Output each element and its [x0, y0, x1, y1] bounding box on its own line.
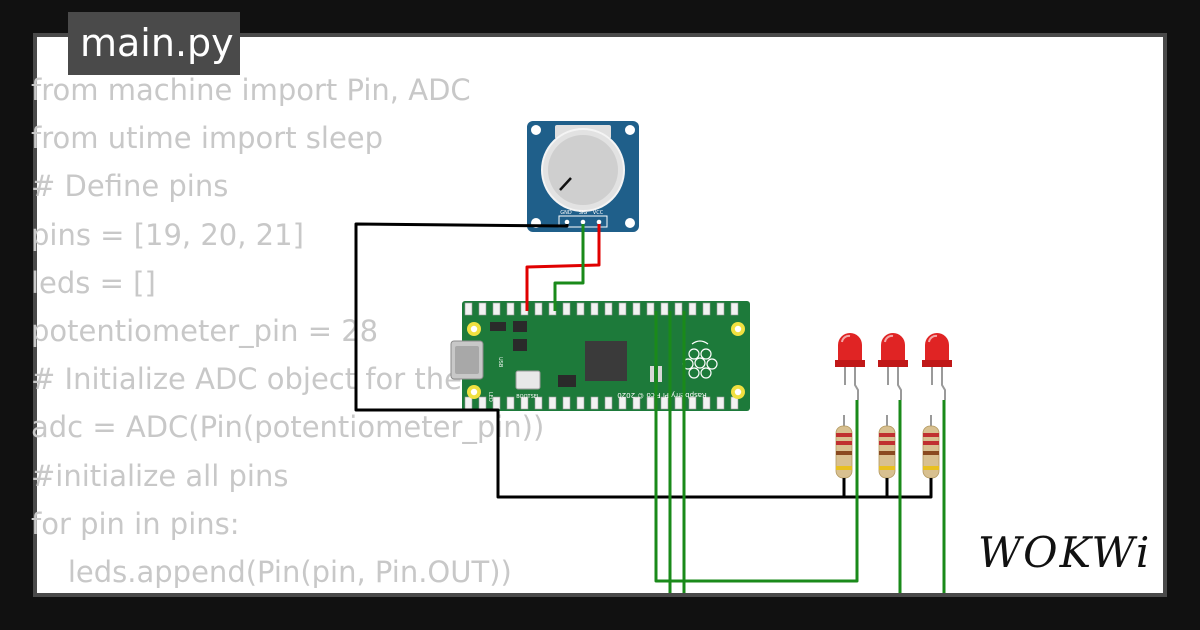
mounting-hole-center: [734, 388, 742, 396]
code-line: leds.append(Pin(pin, Pin.OUT)): [31, 554, 512, 589]
wokwi-logo-text: WOKWi: [978, 528, 1152, 577]
pot-pin-vcc: [596, 219, 602, 225]
code-line: potentiometer_pin = 28: [31, 313, 379, 348]
code-line: #initialize all pins: [31, 458, 289, 493]
code-line: # Define pins: [31, 169, 229, 204]
led-3-base: [922, 360, 952, 367]
mounting-hole-center: [734, 325, 742, 333]
wire-gnd-black[interactable]: [354, 222, 933, 499]
code-line: from machine import Pin, ADC: [31, 73, 471, 107]
led-1-base: [835, 360, 865, 367]
led-3[interactable]: [922, 333, 952, 400]
pico-bottom-header: [464, 396, 739, 410]
code-line: from utime import sleep: [31, 121, 384, 156]
pot-pin-gnd: [564, 219, 570, 225]
code-editor[interactable]: from machine import Pin, ADC from utime …: [31, 66, 679, 596]
potentiometer-hole: [625, 218, 635, 228]
bootsel-button[interactable]: [515, 370, 541, 390]
pico-smd-chip: [513, 321, 527, 332]
mounting-hole-center: [470, 388, 478, 396]
code-line: adc = ADC(Pin(potentiometer_pin)): [31, 410, 545, 445]
mounting-hole-center: [470, 325, 478, 333]
code-line: for pin in pins:: [31, 506, 240, 541]
pico-smd-chip: [513, 339, 527, 351]
wire-sig-green[interactable]: [553, 224, 585, 311]
resistor-1[interactable]: [835, 415, 853, 495]
led-2-base: [878, 360, 908, 367]
code-line: pins = [19, 20, 21]: [31, 217, 304, 252]
wire-gpio-led-1[interactable]: [654, 311, 859, 583]
wire-vcc-red[interactable]: [525, 224, 601, 311]
led-1[interactable]: [835, 333, 865, 400]
raspberry-pi-pico[interactable]: BOOTSEL USB LED Raspberry Pi Pico © 2020: [450, 301, 750, 411]
raspberry-logo: [682, 340, 718, 379]
pico-top-header: [464, 302, 739, 316]
pico-smd-chip: [490, 322, 506, 331]
led-label: LED: [487, 392, 493, 402]
usb-connector-inner: [455, 346, 479, 374]
code-line: leds = []: [31, 265, 156, 300]
potentiometer[interactable]: GND SIG VCC: [527, 121, 639, 232]
potentiometer-hole: [625, 125, 635, 135]
file-tab[interactable]: main.py: [68, 12, 240, 75]
pico-smd-chip: [558, 375, 576, 387]
pin-label-vcc: VCC: [593, 210, 604, 216]
pot-pin-sig: [580, 219, 586, 225]
pin-label-sig: SIG: [579, 210, 588, 216]
pico-smd-part: [650, 366, 654, 382]
led-2[interactable]: [878, 333, 908, 400]
pico-smd-part: [658, 366, 662, 382]
rp2040-chip: [585, 341, 627, 381]
potentiometer-knob-face: [548, 135, 618, 205]
led-2-lens: [881, 333, 905, 362]
wokwi-logo: WOKWi: [978, 528, 1151, 577]
potentiometer-indicator: [559, 177, 572, 191]
usb-label: USB: [497, 357, 503, 368]
file-tab-label: main.py: [80, 21, 234, 65]
board-label: Raspberry Pi Pico © 2020: [617, 391, 707, 399]
bootsel-label: BOOTSEL: [516, 394, 540, 400]
led-1-lens: [838, 333, 862, 362]
led-3-lens: [925, 333, 949, 362]
pin-label-gnd: GND: [560, 210, 572, 216]
potentiometer-hole: [531, 125, 541, 135]
